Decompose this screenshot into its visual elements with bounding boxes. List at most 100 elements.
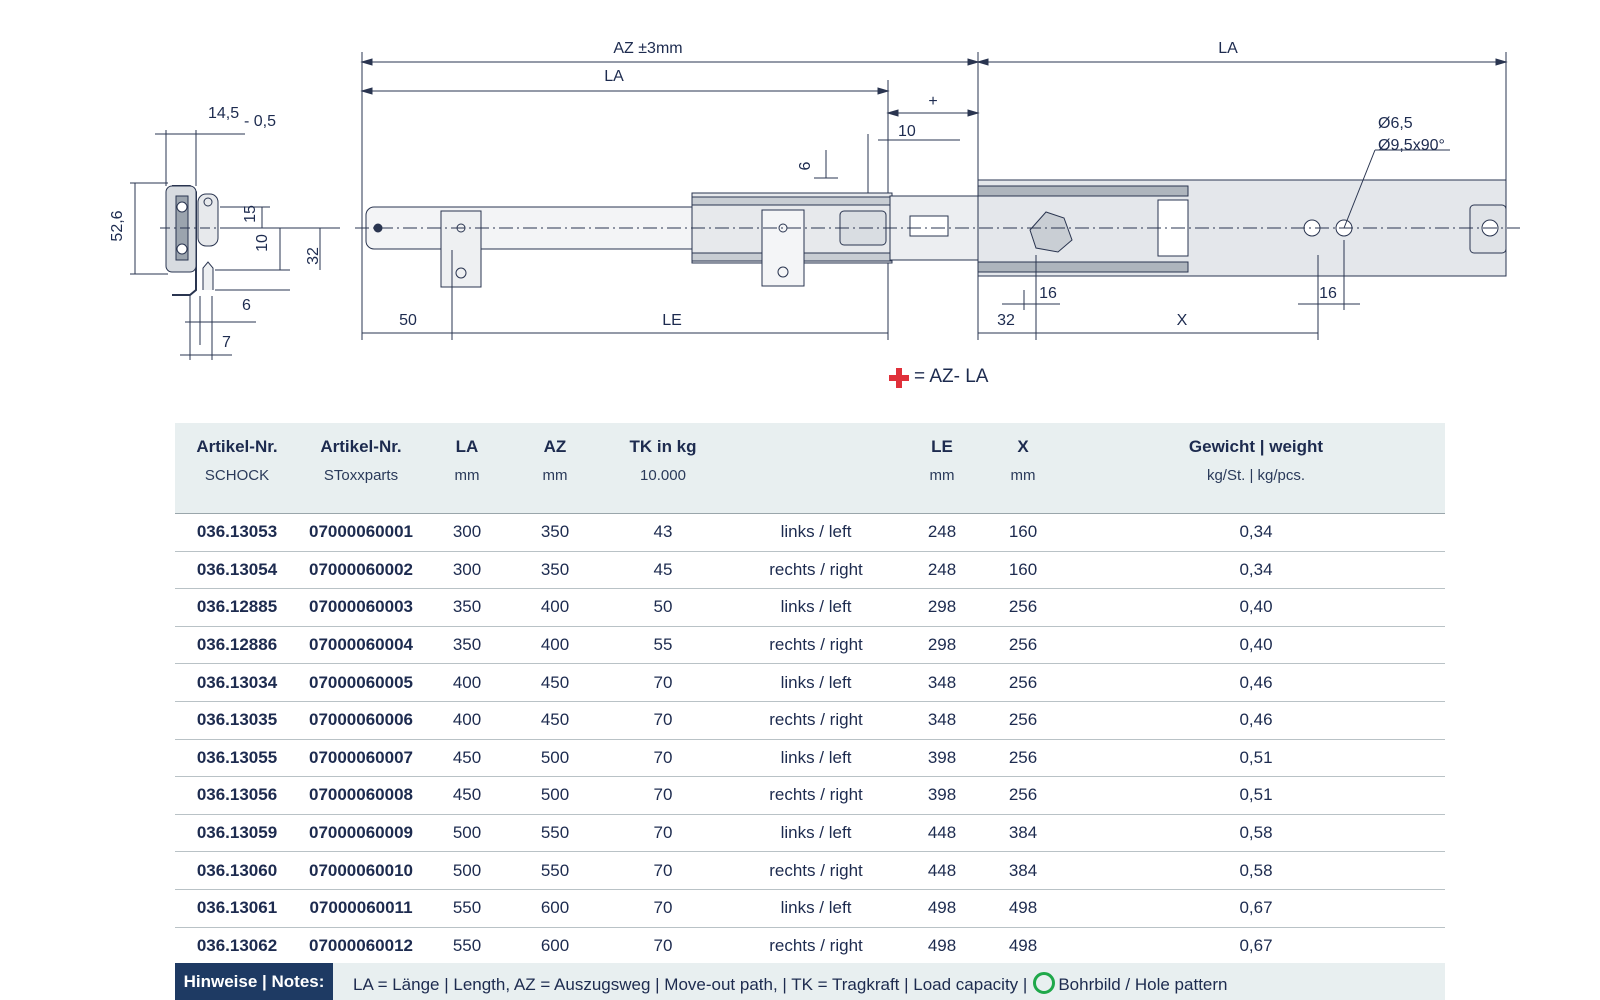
table-cell: 55 <box>599 625 727 664</box>
table-cell: 70 <box>599 813 727 852</box>
table-cell: 70 <box>599 888 727 928</box>
column-title: AZ <box>543 437 567 456</box>
notes-text-after: Bohrbild / Hole pattern <box>1058 975 1228 994</box>
table-cell: rechts / right <box>727 550 905 589</box>
column-header: Artikel-Nr.SCHOCK <box>175 423 299 514</box>
column-unit: SToxxparts <box>323 467 399 484</box>
table-cell: 498 <box>905 926 979 965</box>
table-cell: 398 <box>905 776 979 815</box>
column-unit: kg/St. | kg/pcs. <box>1206 467 1306 484</box>
table-cell: 498 <box>905 888 979 928</box>
table-cell: 248 <box>905 550 979 589</box>
table-cell: 300 <box>423 513 511 552</box>
side-dim-6: 6 <box>242 297 251 314</box>
table-cell: 0,40 <box>1067 588 1445 627</box>
table-cell: 256 <box>979 588 1067 627</box>
plus-legend: = AZ- LA <box>914 366 989 387</box>
table-cell: 550 <box>511 851 599 890</box>
column-unit: 10.000 <box>640 467 686 484</box>
table-cell: 07000060005 <box>299 663 423 702</box>
table-cell: 600 <box>511 926 599 965</box>
table-cell: 0,46 <box>1067 700 1445 740</box>
hole-diameter-1: Ø6,5 <box>1378 115 1413 132</box>
table-cell: 036.13055 <box>175 738 299 777</box>
table-cell: 450 <box>423 776 511 815</box>
table-cell: 600 <box>511 888 599 928</box>
dim-50: 50 <box>399 312 417 329</box>
hole-diameter-2: Ø9,5x90° <box>1378 137 1445 154</box>
hole-pattern-ring-icon <box>1033 972 1056 994</box>
table-cell: 0,34 <box>1067 550 1445 589</box>
column-unit: mm <box>1010 467 1036 484</box>
technical-drawing: 14,5 - 0,5 52,6 15 10 32 6 7 AZ ±3mm LA … <box>0 0 1600 400</box>
table-cell: 07000060010 <box>299 851 423 890</box>
column-unit: mm <box>454 467 480 484</box>
table-cell: 036.13059 <box>175 813 299 852</box>
table-cell: 450 <box>511 663 599 702</box>
column-title: LE <box>931 437 953 456</box>
notes-text: LA = Länge | Length, AZ = Auszugsweg | M… <box>353 972 1227 995</box>
table-cell: 256 <box>979 776 1067 815</box>
table-cell: 036.13035 <box>175 700 299 740</box>
table-cell: 0,46 <box>1067 663 1445 702</box>
table-cell: 384 <box>979 851 1067 890</box>
table-cell: links / left <box>727 738 905 777</box>
table-cell: 500 <box>423 813 511 852</box>
table-cell: 400 <box>511 625 599 664</box>
table-cell: 256 <box>979 700 1067 740</box>
dim-x: X <box>1177 312 1188 329</box>
column-unit: mm <box>542 467 568 484</box>
table-cell: 07000060009 <box>299 813 423 852</box>
table-cell: links / left <box>727 888 905 928</box>
dim-la-outer: LA <box>1218 40 1238 57</box>
table-cell: 0,58 <box>1067 851 1445 890</box>
table-cell: 07000060006 <box>299 700 423 740</box>
table-cell: 498 <box>979 888 1067 928</box>
table-cell: 036.13034 <box>175 663 299 702</box>
table-cell: 0,51 <box>1067 776 1445 815</box>
table-cell: links / left <box>727 588 905 627</box>
table-cell: 498 <box>979 926 1067 965</box>
dim-la-inner: LA <box>604 68 624 85</box>
table-cell: 550 <box>511 813 599 852</box>
table-cell: 70 <box>599 738 727 777</box>
table-cell: 256 <box>979 738 1067 777</box>
column-header <box>727 423 905 514</box>
table-cell: 0,34 <box>1067 513 1445 552</box>
side-dim-32: 32 <box>305 247 322 265</box>
table-cell: 298 <box>905 588 979 627</box>
table-cell: 0,67 <box>1067 926 1445 965</box>
table-cell: links / left <box>727 513 905 552</box>
table-cell: 348 <box>905 700 979 740</box>
table-cell: 07000060008 <box>299 776 423 815</box>
table-cell: 70 <box>599 663 727 702</box>
column-header: Artikel-Nr. SToxxparts <box>299 423 423 514</box>
side-view <box>130 130 340 360</box>
table-cell: 43 <box>599 513 727 552</box>
table-cell: 350 <box>511 550 599 589</box>
side-dim-15: 15 <box>242 205 259 223</box>
column-title: Artikel-Nr. <box>320 437 402 456</box>
dim-16-left: 16 <box>1039 285 1057 302</box>
table-cell: 036.13061 <box>175 888 299 928</box>
side-dim-tolerance: - 0,5 <box>244 113 276 130</box>
notes-label: Hinweise | Notes: <box>175 963 333 1000</box>
table-cell: 500 <box>423 851 511 890</box>
table-cell: 036.13056 <box>175 776 299 815</box>
column-title: Artikel-Nr. <box>196 437 278 456</box>
